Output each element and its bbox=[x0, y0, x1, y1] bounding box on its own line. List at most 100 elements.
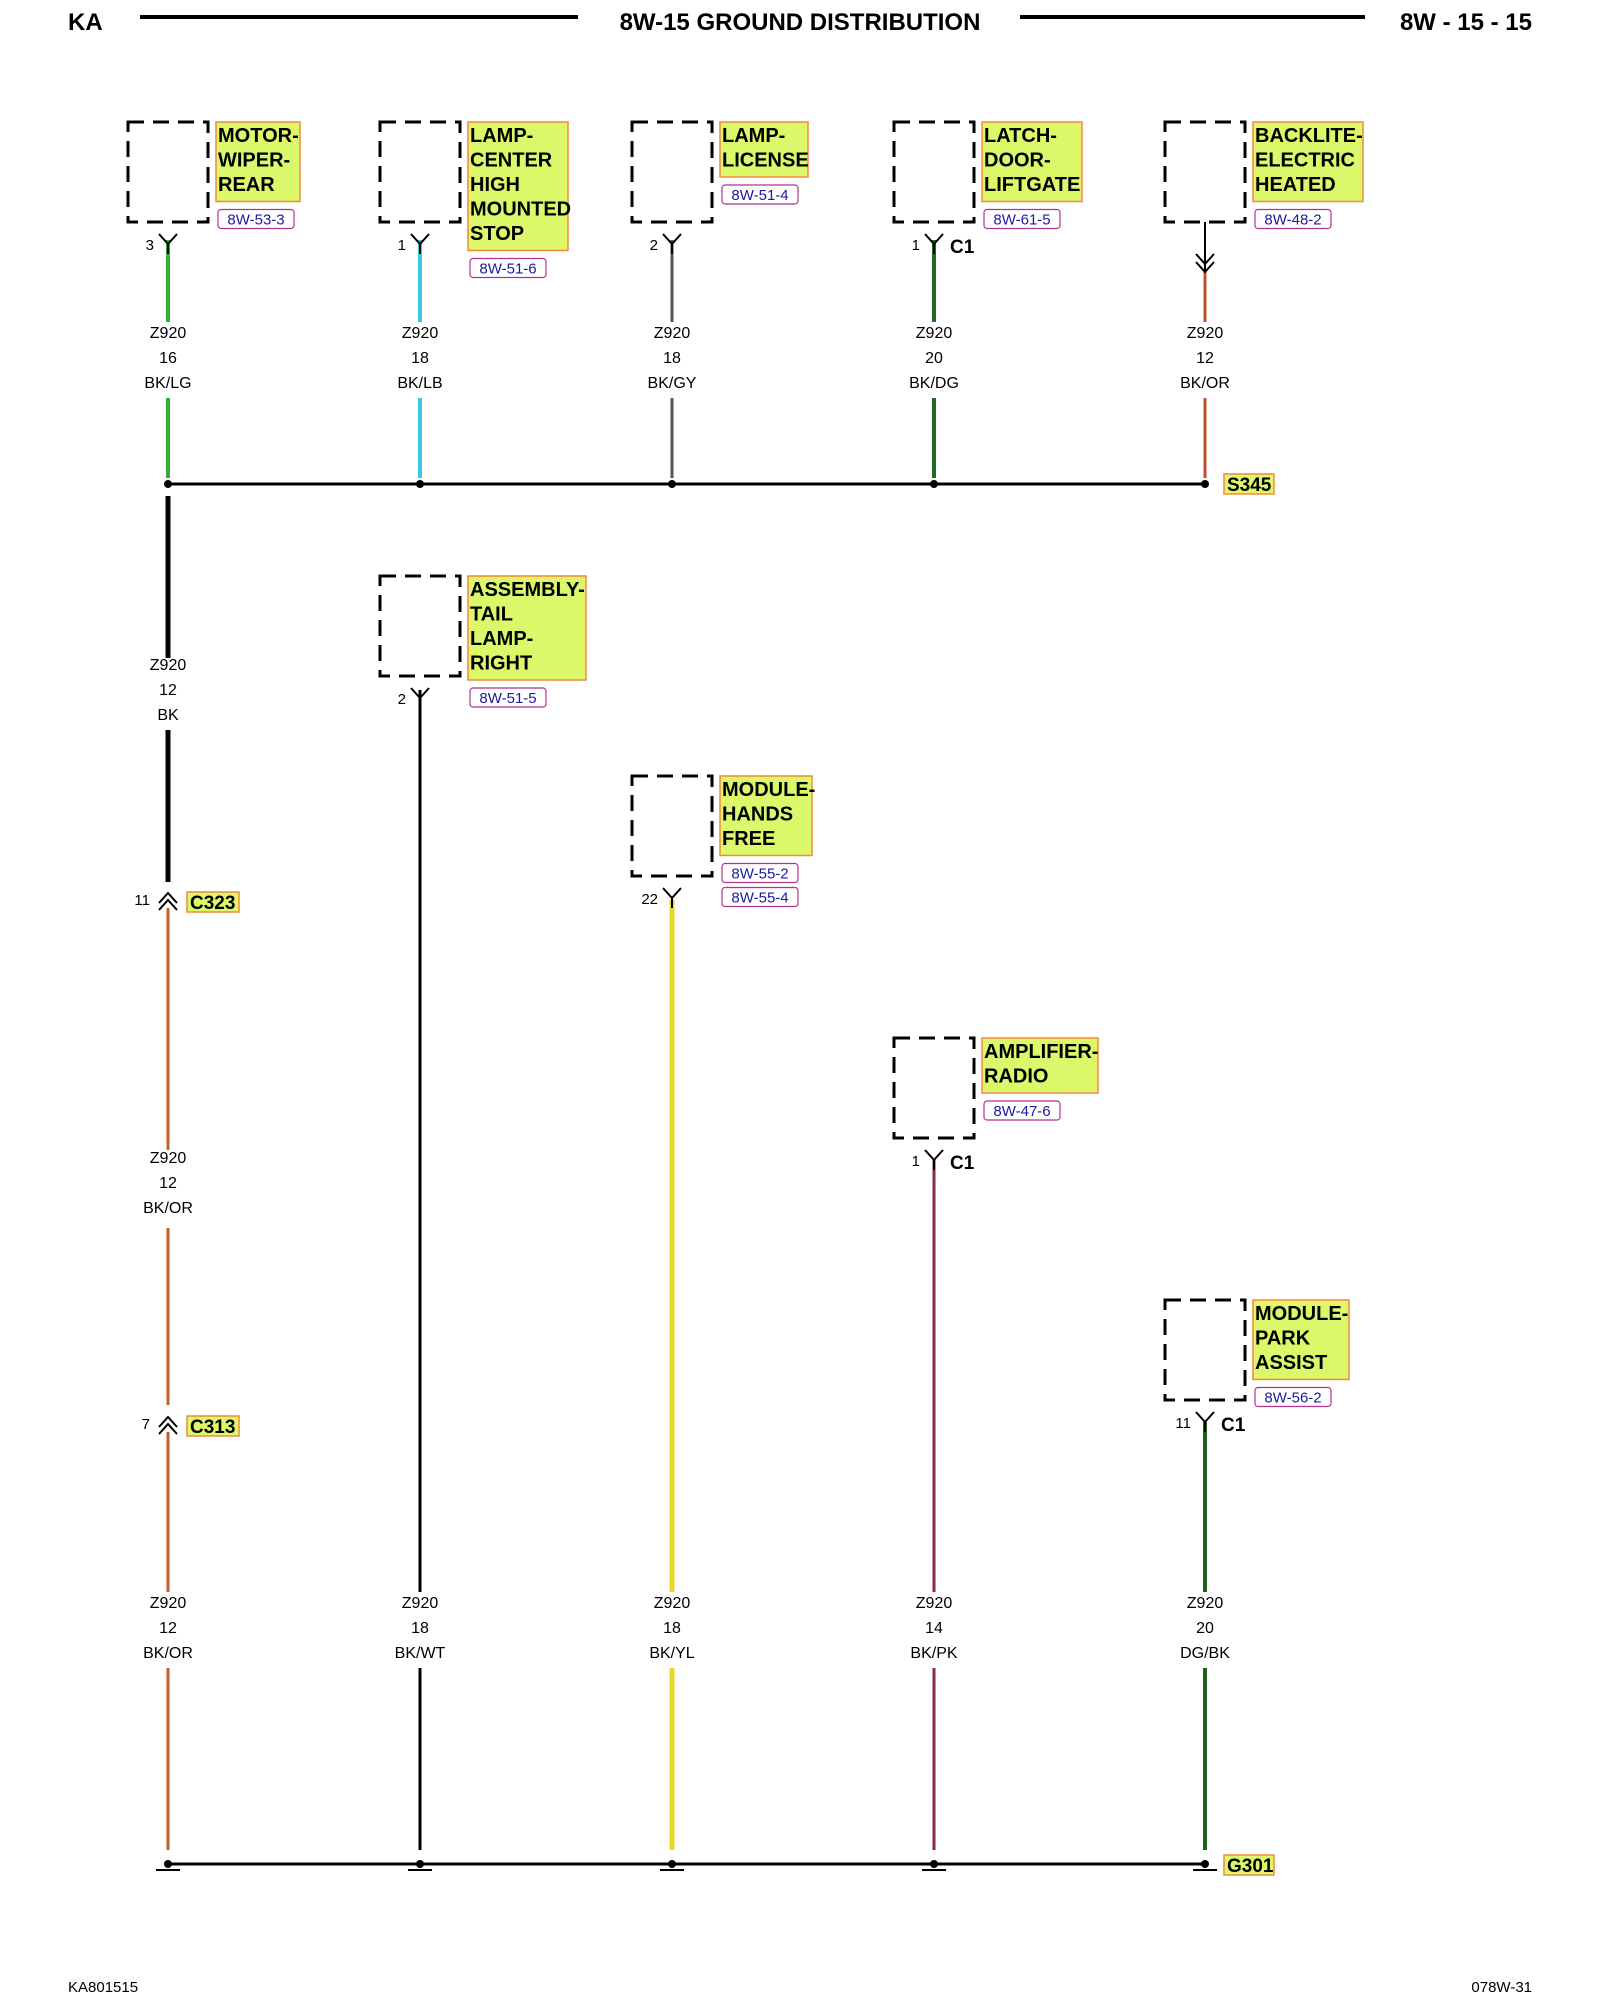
wire-gauge: 18 bbox=[411, 1620, 429, 1637]
page-header: KA 8W-15 GROUND DISTRIBUTION 8W - 15 - 1… bbox=[68, 9, 1532, 36]
pin-terminal bbox=[1195, 1411, 1215, 1432]
wire-labels: Z92016BK/LGZ92018BK/LBZ92018BK/GYZ92020B… bbox=[143, 325, 1230, 1662]
wire-color-code: BK/LG bbox=[144, 375, 191, 392]
component-box bbox=[378, 120, 462, 224]
ref-link[interactable]: 8W-55-2 bbox=[731, 866, 788, 883]
ref-link[interactable]: 8W-47-6 bbox=[993, 1103, 1050, 1120]
wire-gauge: 18 bbox=[663, 350, 681, 367]
component-label-bg bbox=[467, 121, 569, 252]
component-label-bg bbox=[719, 775, 813, 857]
header-left: KA bbox=[68, 9, 103, 36]
wire-color-code: BK/PK bbox=[910, 1645, 957, 1662]
component-box bbox=[378, 574, 462, 678]
component-box bbox=[892, 1036, 976, 1140]
c313-label: C313 bbox=[190, 1417, 235, 1438]
component-label-line: RIGHT bbox=[470, 653, 532, 675]
wire-circuit: Z920 bbox=[402, 325, 439, 342]
ref-link[interactable]: 8W-53-3 bbox=[227, 212, 284, 229]
component-box bbox=[892, 120, 976, 224]
pin-terminal bbox=[662, 887, 682, 908]
wire-circuit: Z920 bbox=[916, 325, 953, 342]
pin-number: 1 bbox=[912, 1153, 920, 1170]
wire-gauge: 12 bbox=[159, 1175, 177, 1192]
pin-terminal-arrow bbox=[1195, 222, 1215, 274]
pin-terminal bbox=[158, 233, 178, 254]
inline-connector-c323: 11 C323 bbox=[134, 891, 240, 914]
ref-box bbox=[1254, 1386, 1332, 1408]
component-label-bg bbox=[467, 575, 587, 681]
wire-color-code: DG/BK bbox=[1180, 1645, 1230, 1662]
ref-box bbox=[1254, 208, 1332, 230]
pin-number: 1 bbox=[912, 237, 920, 254]
ref-box bbox=[983, 1100, 1061, 1121]
inline-connector-c313: 7 C313 bbox=[142, 1415, 240, 1438]
component-label-line: LAMP- bbox=[470, 125, 533, 147]
component-label-bg bbox=[215, 121, 301, 203]
page-title: 8W-15 GROUND DISTRIBUTION bbox=[620, 9, 981, 36]
component-label-line: LAMP- bbox=[722, 125, 785, 147]
pin-terminal bbox=[924, 233, 944, 254]
ground-g301-label: G301 bbox=[1227, 1856, 1274, 1877]
component-label-line: FREE bbox=[722, 828, 775, 850]
component-box bbox=[630, 120, 714, 224]
pin-terminal bbox=[924, 1149, 944, 1170]
component-label-line: MODULE- bbox=[722, 779, 815, 801]
component-label-line: MODULE- bbox=[1255, 1303, 1348, 1325]
wire-gauge: 14 bbox=[925, 1620, 943, 1637]
splice-s345-label: S345 bbox=[1227, 475, 1272, 496]
component-label-line: ELECTRIC bbox=[1255, 150, 1355, 172]
c323-pin: 11 bbox=[134, 892, 150, 909]
component-label-line: CENTER bbox=[470, 150, 553, 172]
wire-color-code: BK/YL bbox=[649, 1645, 694, 1662]
component-label-line: MOTOR- bbox=[218, 125, 299, 147]
footer-right: 078W-31 bbox=[1471, 1979, 1532, 1996]
pin-terminal bbox=[410, 233, 430, 254]
wire-color-code: BK/DG bbox=[909, 375, 959, 392]
component-label-bg bbox=[1252, 121, 1364, 203]
wire-color-code: BK/OR bbox=[1180, 375, 1230, 392]
wire-circuit: Z920 bbox=[916, 1595, 953, 1612]
component-label-line: ASSIST bbox=[1255, 1352, 1327, 1374]
wire-circuit: Z920 bbox=[150, 325, 187, 342]
wire-gauge: 12 bbox=[159, 682, 177, 699]
wire-circuit: Z920 bbox=[150, 657, 187, 674]
wire-color-code: BK bbox=[157, 707, 179, 724]
wire-gauge: 16 bbox=[159, 350, 177, 367]
component-label-bg bbox=[1252, 1299, 1350, 1381]
wire-gauge: 20 bbox=[1196, 1620, 1214, 1637]
ref-link[interactable]: 8W-61-5 bbox=[993, 212, 1050, 229]
connector-id: C1 bbox=[950, 1153, 975, 1174]
component-label-line: HEATED bbox=[1255, 174, 1336, 196]
pin-number: 11 bbox=[1175, 1415, 1191, 1432]
ref-box bbox=[217, 208, 295, 230]
component-label-line: HIGH bbox=[470, 174, 520, 196]
ref-link[interactable]: 8W-51-4 bbox=[731, 187, 788, 204]
wire-circuit: Z920 bbox=[654, 1595, 691, 1612]
ref-link[interactable]: 8W-51-5 bbox=[479, 690, 536, 707]
component-label-bg bbox=[719, 121, 809, 178]
ref-link[interactable]: 8W-48-2 bbox=[1264, 212, 1321, 229]
wire-color-code: BK/WT bbox=[395, 1645, 446, 1662]
ref-link[interactable]: 8W-56-2 bbox=[1264, 1390, 1321, 1407]
junction-dots bbox=[164, 480, 1209, 1868]
component-label-line: BACKLITE- bbox=[1255, 125, 1363, 147]
pin-number: 2 bbox=[398, 691, 406, 708]
component-label-line: AMPLIFIER- bbox=[984, 1041, 1098, 1063]
ref-link[interactable]: 8W-55-4 bbox=[731, 890, 788, 907]
ref-box bbox=[469, 687, 547, 708]
ref-link[interactable]: 8W-51-6 bbox=[479, 261, 536, 278]
